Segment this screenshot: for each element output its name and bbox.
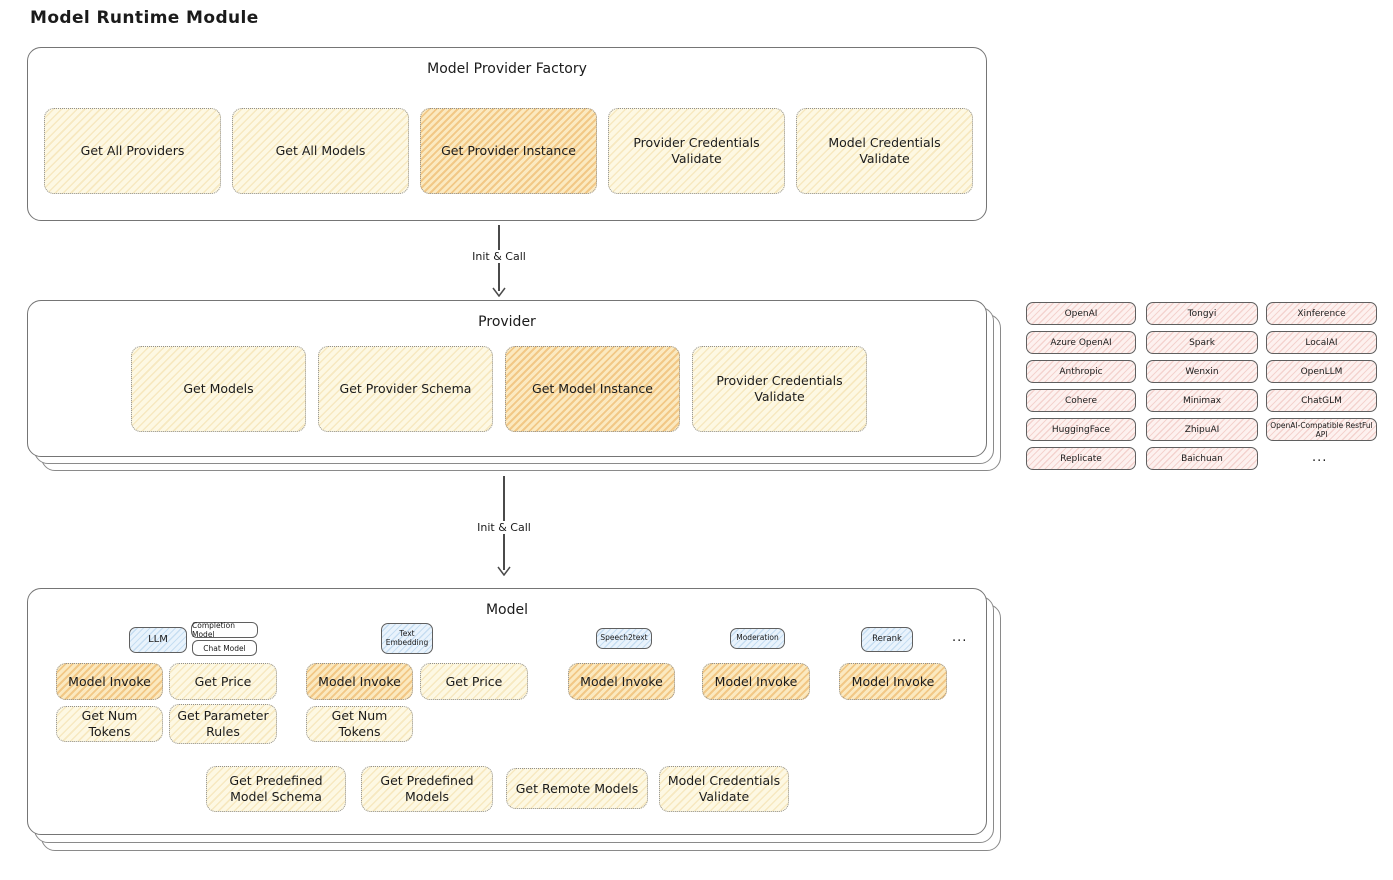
- get-predefined-model-schema-button: Get Predefined Model Schema: [206, 766, 346, 812]
- speech2text-model-invoke-button: Model Invoke: [568, 663, 675, 700]
- chat-model-tag: Chat Model: [192, 640, 257, 656]
- provider-list-ellipsis: ...: [1312, 450, 1328, 465]
- provider-chip-tongyi: Tongyi: [1146, 302, 1258, 325]
- model-types-ellipsis: ...: [952, 630, 968, 645]
- provider-chip-replicate: Replicate: [1026, 447, 1136, 470]
- factory-title: Model Provider Factory: [427, 61, 587, 77]
- provider-chip-localai: LocalAI: [1266, 331, 1377, 354]
- factory-box: Model Provider Factory Get All Providers…: [27, 47, 987, 221]
- llm-get-parameter-rules-button: Get Parameter Rules: [169, 704, 277, 744]
- llm-get-price-button: Get Price: [169, 663, 277, 700]
- provider-chip-baichuan: Baichuan: [1146, 447, 1258, 470]
- moderation-tag: Moderation: [730, 628, 785, 649]
- init-call-label-1: Init & Call: [468, 250, 530, 263]
- rerank-tag: Rerank: [861, 627, 913, 652]
- get-provider-schema-button: Get Provider Schema: [318, 346, 493, 432]
- arrow-head-icon: [497, 566, 511, 576]
- provider-chip-spark: Spark: [1146, 331, 1258, 354]
- get-predefined-models-button: Get Predefined Models: [361, 766, 493, 812]
- provider-chip-chatglm: ChatGLM: [1266, 389, 1377, 412]
- get-models-button: Get Models: [131, 346, 306, 432]
- provider-chip-wenxin: Wenxin: [1146, 360, 1258, 383]
- get-all-models-button: Get All Models: [232, 108, 409, 194]
- page-title: Model Runtime Module: [30, 8, 259, 28]
- arrow-head-icon: [492, 287, 506, 297]
- provider-chip-openai-compatible: OpenAI-Compatible RestFul API: [1266, 418, 1377, 441]
- provider-chip-cohere: Cohere: [1026, 389, 1136, 412]
- llm-model-invoke-button: Model Invoke: [56, 663, 163, 700]
- text-embedding-tag: Text Embedding: [381, 623, 433, 654]
- completion-model-tag: Completion Model: [191, 621, 258, 639]
- get-provider-instance-button: Get Provider Instance: [420, 108, 597, 194]
- embedding-get-price-button: Get Price: [420, 663, 528, 700]
- provider-chip-zhipuai: ZhipuAI: [1146, 418, 1258, 441]
- provider-chip-openai: OpenAI: [1026, 302, 1136, 325]
- provider-credentials-validate-button-2: Provider Credentials Validate: [692, 346, 867, 432]
- model-credentials-validate-button-2: Model Credentials Validate: [659, 766, 789, 812]
- provider-title: Provider: [478, 314, 536, 330]
- get-all-providers-button: Get All Providers: [44, 108, 221, 194]
- model-title: Model: [485, 602, 529, 618]
- llm-get-num-tokens-button: Get Num Tokens: [56, 706, 163, 742]
- model-box: Model LLM Completion Model Chat Model Te…: [27, 588, 987, 835]
- llm-tag: LLM: [129, 627, 187, 653]
- embedding-get-num-tokens-button: Get Num Tokens: [306, 706, 413, 742]
- init-call-label-2: Init & Call: [473, 521, 535, 534]
- provider-chip-anthropic: Anthropic: [1026, 360, 1136, 383]
- model-credentials-validate-button: Model Credentials Validate: [796, 108, 973, 194]
- embedding-model-invoke-button: Model Invoke: [306, 663, 413, 700]
- rerank-model-invoke-button: Model Invoke: [839, 663, 947, 700]
- provider-chip-minimax: Minimax: [1146, 389, 1258, 412]
- provider-credentials-validate-button: Provider Credentials Validate: [608, 108, 785, 194]
- speech2text-tag: Speech2text: [596, 628, 652, 649]
- provider-chip-openllm: OpenLLM: [1266, 360, 1377, 383]
- get-remote-models-button: Get Remote Models: [506, 768, 648, 809]
- provider-chip-huggingface: HuggingFace: [1026, 418, 1136, 441]
- provider-chip-azure-openai: Azure OpenAI: [1026, 331, 1136, 354]
- get-model-instance-button: Get Model Instance: [505, 346, 680, 432]
- provider-box: Provider Get Models Get Provider Schema …: [27, 300, 987, 457]
- provider-chip-xinference: Xinference: [1266, 302, 1377, 325]
- moderation-model-invoke-button: Model Invoke: [702, 663, 810, 700]
